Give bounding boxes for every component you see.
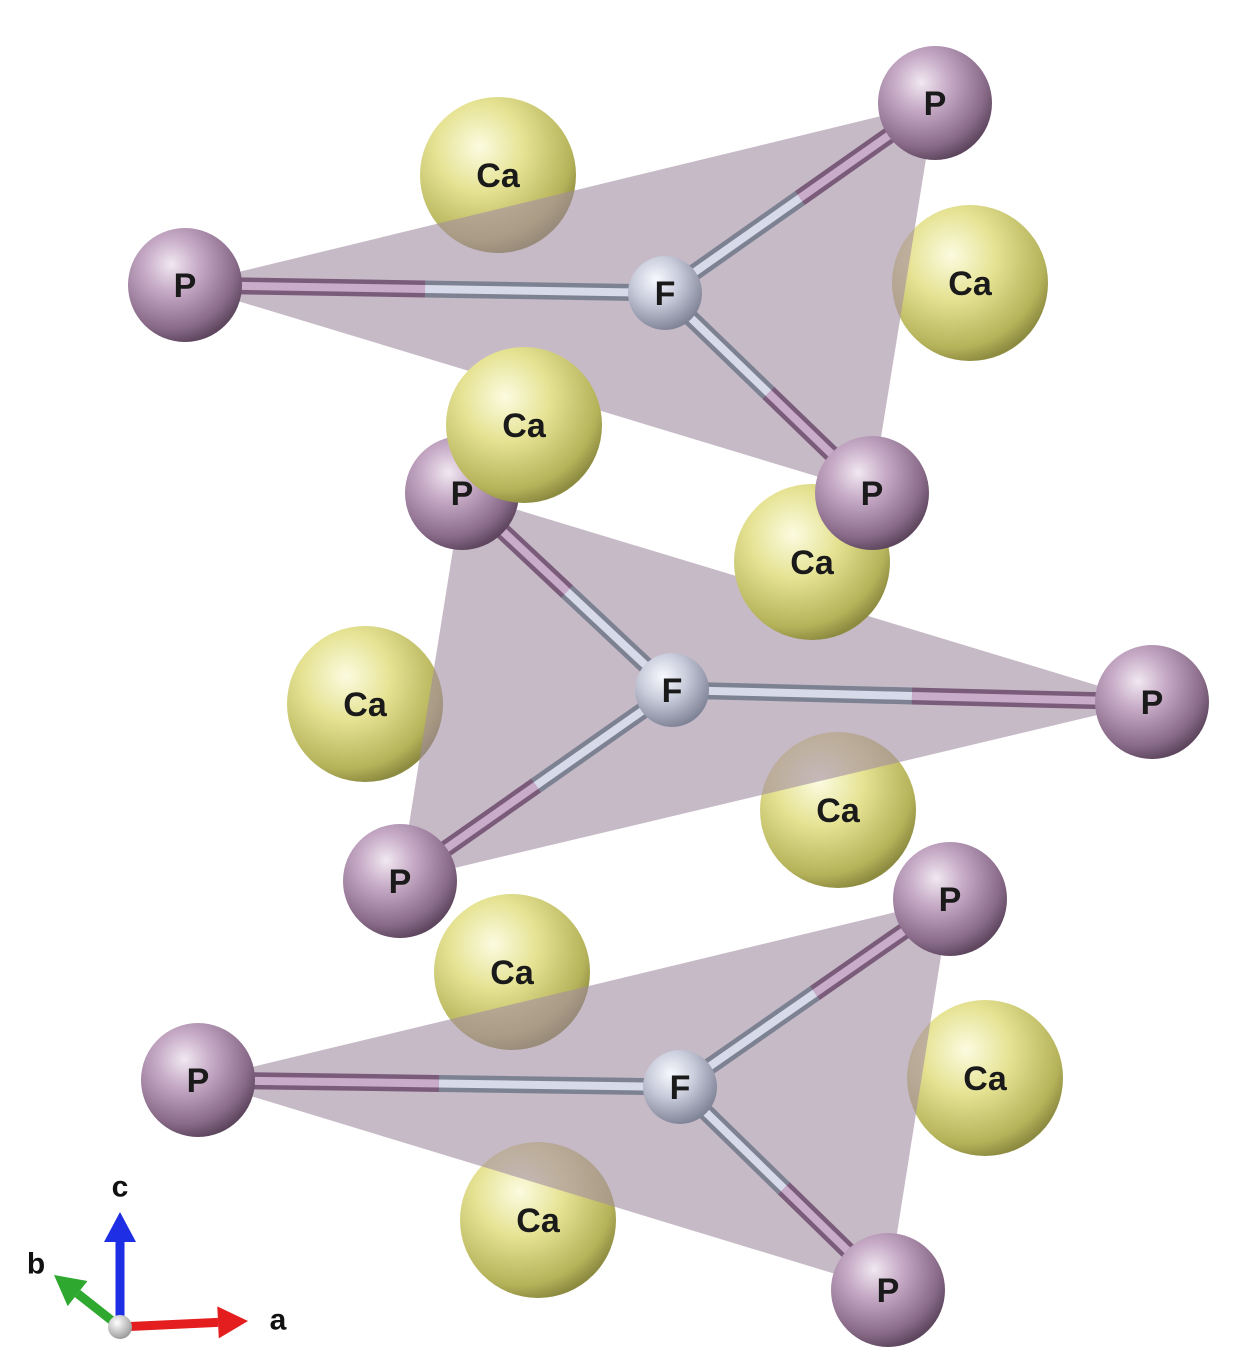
phosphorus-atom-middle-2: P xyxy=(1095,645,1209,759)
calcium-atom-5: Ca xyxy=(287,626,443,782)
phosphorus-atom-middle-1-label: P xyxy=(451,475,474,513)
phosphorus-atom-top-3: P xyxy=(815,436,929,550)
phosphorus-atom-middle-3: P xyxy=(343,824,457,938)
fluorine-atom-middle-label: F xyxy=(662,672,683,710)
calcium-atom-6-label: Ca xyxy=(816,792,861,830)
calcium-atom-5-label: Ca xyxy=(343,686,388,724)
calcium-atom-3: Ca xyxy=(446,347,602,503)
phosphorus-atom-top-2: P xyxy=(878,46,992,160)
calcium-atom-8: Ca xyxy=(907,1000,1063,1156)
phosphorus-atom-top-1-label: P xyxy=(174,267,197,305)
fp3-polyhedron-bottom xyxy=(198,899,950,1290)
phosphorus-atom-bottom-3: P xyxy=(831,1233,945,1347)
axis-c-arrow: c xyxy=(104,1171,136,1327)
fluorine-atom-bottom-label: F xyxy=(670,1069,691,1107)
phosphorus-atom-bottom-1-label: P xyxy=(187,1062,210,1100)
calcium-atom-4-label: Ca xyxy=(790,544,835,582)
axis-origin xyxy=(108,1315,132,1339)
calcium-atom-7-label: Ca xyxy=(490,954,535,992)
fluorine-atom-top: F xyxy=(628,256,702,330)
fluorine-atom-middle: F xyxy=(635,653,709,727)
phosphorus-atom-bottom-1: P xyxy=(141,1023,255,1137)
calcium-atom-3-label: Ca xyxy=(502,407,547,445)
phosphorus-atom-bottom-2-label: P xyxy=(939,881,962,919)
calcium-atom-2: Ca xyxy=(892,205,1048,361)
axis-b-arrow-label: b xyxy=(27,1248,45,1281)
f-p-bond-bottom-1 xyxy=(197,1071,689,1096)
axis-a-arrow: a xyxy=(119,1304,287,1339)
calcium-atom-9-label: Ca xyxy=(516,1202,561,1240)
axis-b-arrow: b xyxy=(27,1248,123,1331)
f-p-bond-top-1 xyxy=(184,276,674,302)
phosphorus-atom-bottom-3-label: P xyxy=(877,1272,900,1310)
axis-a-arrow-label: a xyxy=(270,1304,287,1337)
fluorine-atom-bottom: F xyxy=(643,1050,717,1124)
axis-indicator: a c b xyxy=(27,1171,287,1339)
calcium-atom-8-label: Ca xyxy=(963,1060,1008,1098)
phosphorus-atom-middle-2-label: P xyxy=(1141,684,1164,722)
phosphorus-atom-middle-3-label: P xyxy=(389,863,412,901)
calcium-atom-2-label: Ca xyxy=(948,265,993,303)
phosphorus-atom-bottom-2: P xyxy=(893,842,1007,956)
calcium-atom-1-label: Ca xyxy=(476,157,521,195)
f-p-bond-middle-2 xyxy=(663,681,1153,711)
phosphorus-atom-top-3-label: P xyxy=(861,475,884,513)
phosphorus-atom-top-1: P xyxy=(128,228,242,342)
fluorine-atom-top-label: F xyxy=(655,275,676,313)
phosphorus-atom-top-2-label: P xyxy=(924,85,947,123)
axis-c-arrow-label: c xyxy=(112,1171,129,1204)
